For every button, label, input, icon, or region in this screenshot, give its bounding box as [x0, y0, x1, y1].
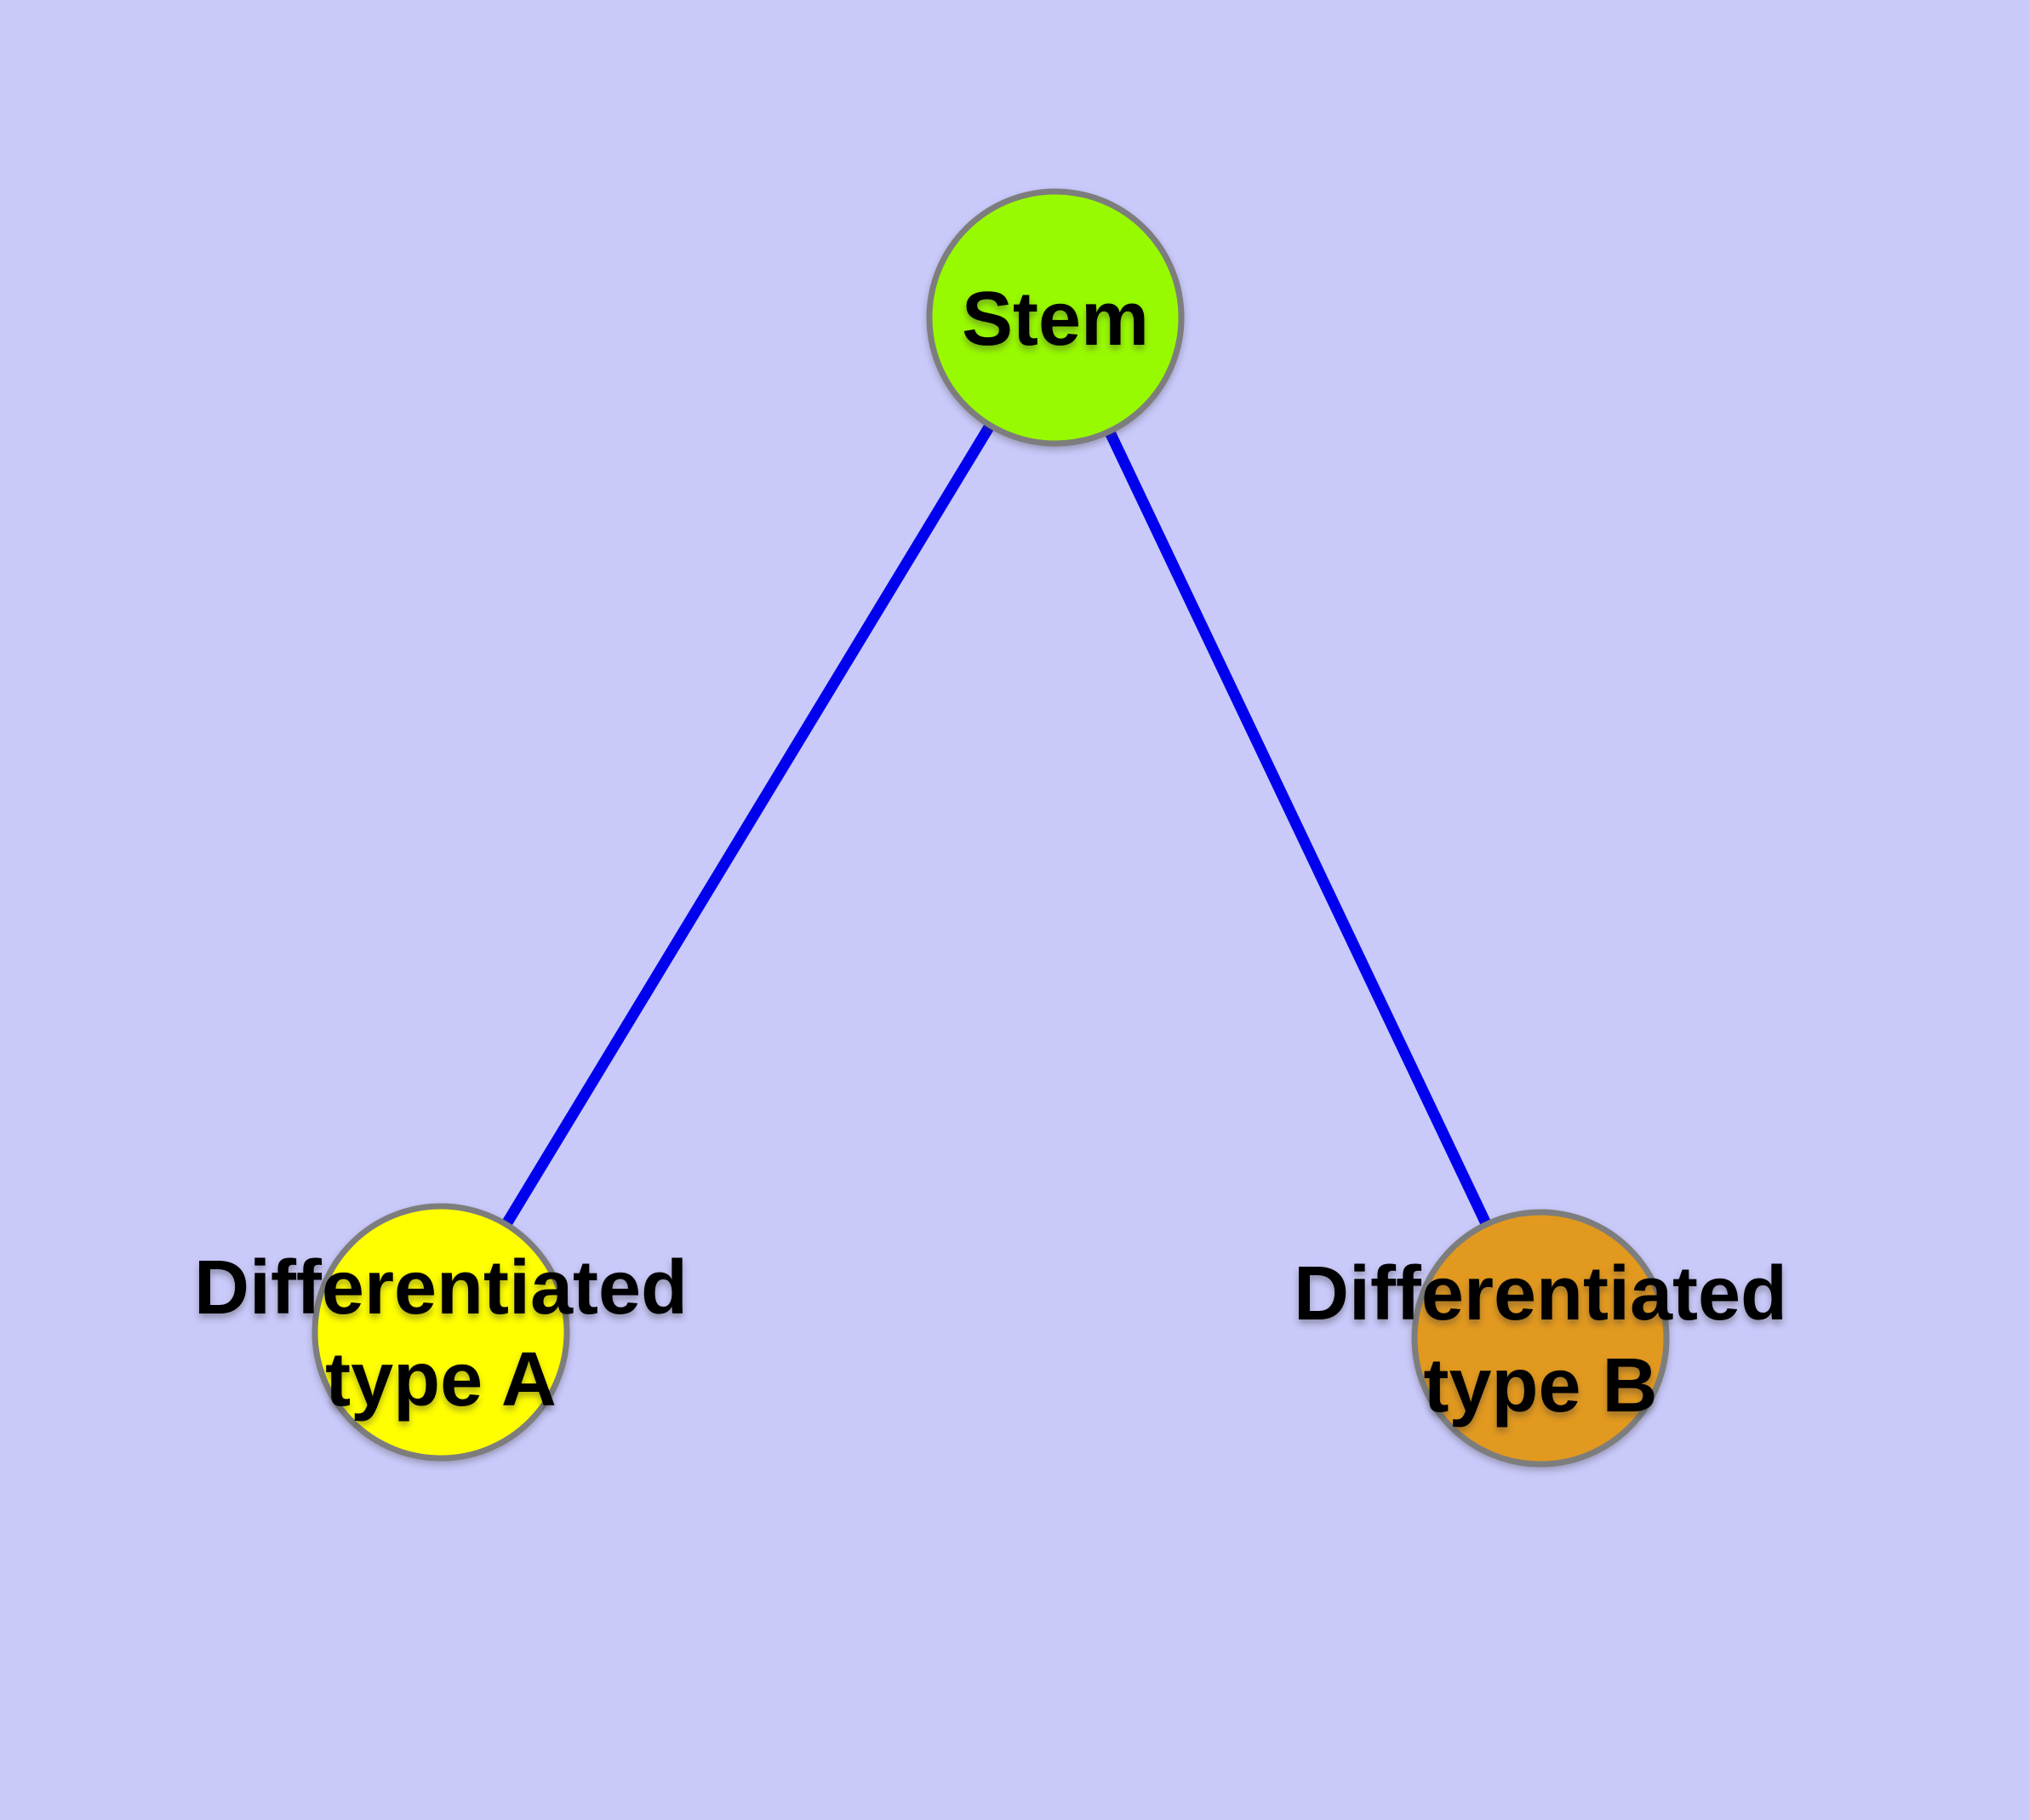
node-stem-circle[interactable]	[926, 188, 1185, 447]
edge-stem-to-type-a	[436, 314, 1060, 1336]
node-stem-label: Stem	[962, 277, 1149, 362]
node-type-b-label-line2: type B	[1423, 1343, 1657, 1428]
node-type-a-label-line1: Differentiated	[194, 1245, 688, 1331]
node-type-b-circle[interactable]	[1411, 1209, 1670, 1468]
node-type-b-label-line1: Differentiated	[1294, 1251, 1787, 1336]
node-type-a-circle[interactable]	[311, 1203, 570, 1462]
edge-stem-to-type-b	[1050, 315, 1546, 1341]
node-type-a-label-line2: type A	[325, 1337, 557, 1422]
